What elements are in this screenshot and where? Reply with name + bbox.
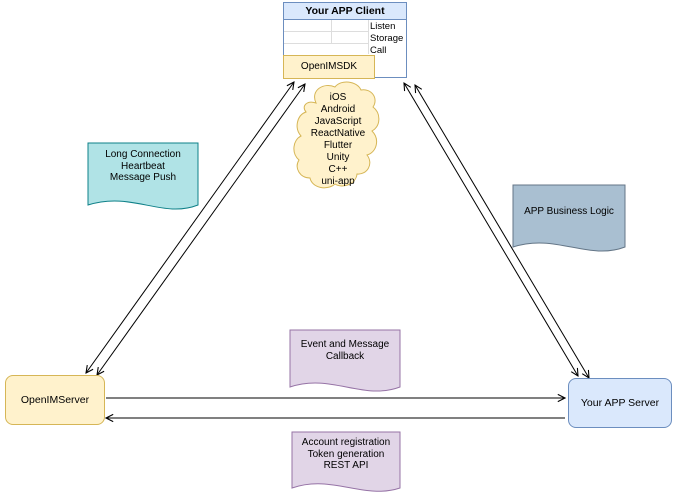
platform-item: iOS (329, 92, 347, 103)
arrow-openimserver-client-2 (97, 84, 305, 375)
platform-item: C++ (328, 164, 348, 175)
callout-long-connection: Long Connection Heartbeat Message Push (88, 149, 198, 184)
platform-item: Flutter (323, 140, 353, 151)
platforms-cloud-shape (293, 81, 380, 189)
client-grid-line (368, 20, 369, 54)
callout-event-callback: Event and Message Callback (290, 339, 400, 362)
callout-line: Long Connection (105, 149, 181, 160)
platform-item: JavaScript (314, 116, 362, 127)
app-client-title: Your APP Client (284, 3, 406, 20)
platform-item: Android (320, 104, 356, 115)
client-grid-line (331, 20, 332, 43)
app-server-node: Your APP Server (568, 378, 672, 428)
callout-line: Heartbeat (121, 160, 165, 172)
client-method-listen: Listen (370, 21, 396, 32)
callout-line: Callback (325, 350, 365, 362)
arrow-appserver-client-2 (415, 85, 589, 378)
callout-long-connection-shape (87, 142, 199, 210)
callout-rest-api: Account registration Token generation RE… (292, 437, 400, 472)
callout-business-logic-shape (512, 184, 626, 252)
platform-item: uni-app (321, 176, 355, 187)
callout-line: Message Push (109, 172, 177, 183)
callout-line: Token generation (307, 448, 385, 460)
callout-business-logic: APP Business Logic (513, 206, 625, 218)
arrow-openimserver-client-1 (86, 82, 294, 373)
client-grid-line (284, 43, 368, 44)
openimserver-node: OpenIMServer (5, 375, 105, 425)
callout-line: REST API (323, 460, 369, 471)
app-client-node: Your APP Client Listen Storage Call Open… (283, 2, 407, 79)
platforms-list: iOS Android JavaScript ReactNative Flutt… (299, 92, 377, 188)
client-method-call: Call (370, 45, 387, 56)
platform-item: ReactNative (310, 128, 366, 139)
openimsdk-node: OpenIMSDK (283, 55, 375, 79)
client-method-storage: Storage (370, 33, 404, 44)
callout-line: Account registration (301, 437, 391, 448)
client-grid-line (284, 31, 368, 32)
callout-rest-api-shape (291, 431, 401, 492)
callout-line: APP Business Logic (524, 206, 614, 217)
app-client-body: Listen Storage Call OpenIMSDK (283, 20, 406, 79)
callout-event-callback-shape (289, 329, 401, 392)
callout-line: Event and Message (300, 339, 390, 350)
platform-item: Unity (326, 152, 350, 163)
